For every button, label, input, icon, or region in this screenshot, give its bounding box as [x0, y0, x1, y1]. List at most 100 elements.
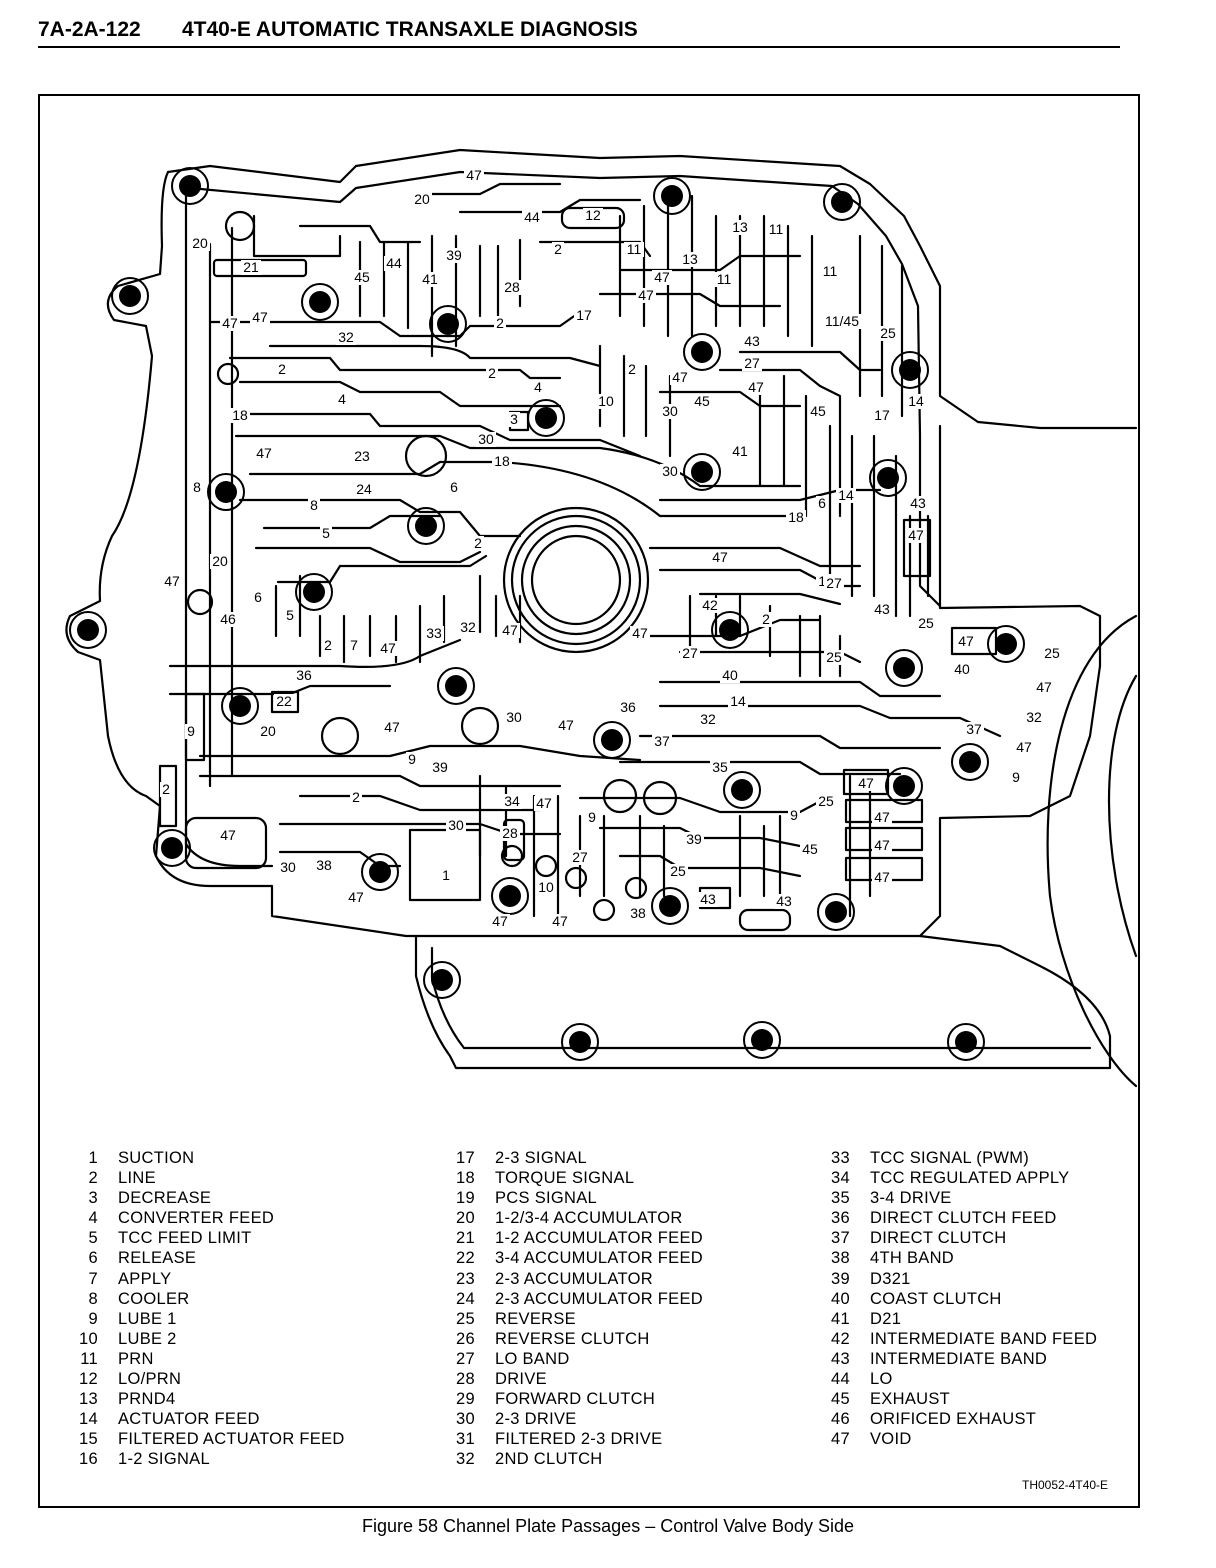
legend-number: 36	[831, 1209, 850, 1228]
bolt-hole	[179, 175, 201, 197]
passage-label: 32	[1026, 709, 1042, 725]
legend-label: D321	[870, 1269, 911, 1288]
passage-label-bg	[800, 842, 820, 857]
passage-label-bg	[730, 220, 750, 235]
passage-label-bg	[730, 444, 750, 459]
passage-label: 25	[670, 863, 686, 879]
passage-label-bg	[906, 394, 926, 409]
legend-number: 20	[456, 1209, 475, 1228]
passage-label-bg	[446, 818, 466, 833]
passage-label: 43	[700, 891, 716, 907]
passage-label-bg	[816, 496, 828, 511]
passage-label-bg	[1010, 770, 1022, 785]
bolt-boss	[885, 649, 923, 687]
passage-label: 30	[478, 431, 494, 447]
bolt-boss	[683, 453, 721, 491]
passage-label: 4	[534, 379, 542, 395]
passage-label: 23	[354, 448, 370, 464]
legend-label: TORQUE SIGNAL	[495, 1169, 635, 1188]
passage-label: 6	[450, 479, 458, 495]
bolt-hole	[691, 461, 713, 483]
passage-label-bg	[346, 890, 366, 905]
bolt-boss	[407, 507, 445, 545]
legend-number: 2	[88, 1169, 98, 1188]
legend-number: 38	[831, 1249, 850, 1268]
bolt-boss	[295, 573, 333, 611]
legend-number: 18	[456, 1169, 475, 1188]
passage-label: 17	[576, 307, 592, 323]
passage-label: 38	[630, 905, 646, 921]
legend-label: INTERMEDIATE BAND	[870, 1349, 1048, 1368]
bolt-hole	[499, 885, 521, 907]
legend-number: 9	[88, 1309, 98, 1328]
legend-number: 19	[456, 1189, 475, 1208]
bolt-holes	[69, 167, 1025, 1061]
legend-label: INTERMEDIATE BAND FEED	[870, 1329, 1098, 1348]
bolt-hole	[601, 729, 623, 751]
passage-label: 2	[278, 361, 286, 377]
passage-label: 46	[220, 611, 236, 627]
passage-label-bg	[476, 432, 496, 447]
passage-label: 41	[732, 443, 748, 459]
passage-label-bg	[508, 412, 520, 427]
legend-number: 3	[88, 1189, 98, 1208]
passage-label-bg	[430, 760, 450, 775]
legend-number: 7	[88, 1269, 98, 1288]
passage-label: 18	[494, 453, 510, 469]
passage-label: 47	[552, 913, 568, 929]
passage-label-bg	[420, 272, 440, 287]
bolt-hole	[831, 191, 853, 213]
passage-label: 7	[350, 637, 358, 653]
passage-label-bg	[308, 498, 320, 513]
passage-label: 25	[918, 615, 934, 631]
legend-number: 47	[831, 1430, 850, 1449]
passage-label-bg	[490, 914, 510, 929]
passage-label: 47	[558, 717, 574, 733]
passage-label-bg	[872, 838, 892, 853]
passage-label-bg	[230, 408, 250, 423]
passage-label-bg	[314, 858, 334, 873]
passage-label: 25	[880, 325, 896, 341]
legend-number: 28	[456, 1370, 475, 1389]
passage-label-bg	[586, 810, 598, 825]
legend-label: LINE	[118, 1169, 156, 1188]
legend-number: 16	[79, 1450, 98, 1469]
passage-label-bg	[472, 536, 484, 551]
passage-label: 47	[908, 527, 924, 543]
passage-label: 44	[524, 209, 540, 225]
passage-label: 5	[322, 525, 330, 541]
passage-label-bg	[550, 914, 570, 929]
bolt-boss	[711, 611, 749, 649]
passage-label-bg	[534, 796, 554, 811]
passage-label-bg	[218, 612, 238, 627]
passage-label-bg	[670, 370, 690, 385]
passage-label-bg	[412, 192, 432, 207]
bolt-boss	[301, 283, 339, 321]
passage-label-bg	[630, 626, 650, 641]
legend-label: LUBE 2	[118, 1329, 177, 1348]
passage-label: 25	[1044, 645, 1060, 661]
passage-label: 20	[212, 553, 228, 569]
passage-label: 38	[316, 857, 332, 873]
legend-number: 6	[88, 1249, 98, 1268]
passage-label: 2	[488, 365, 496, 381]
legend-number: 41	[831, 1309, 850, 1328]
passage-label-bg	[382, 720, 402, 735]
bolt-boss	[653, 177, 691, 215]
bolt-boss	[885, 767, 923, 805]
passage-label: 17	[874, 407, 890, 423]
passage-label: 45	[810, 403, 826, 419]
